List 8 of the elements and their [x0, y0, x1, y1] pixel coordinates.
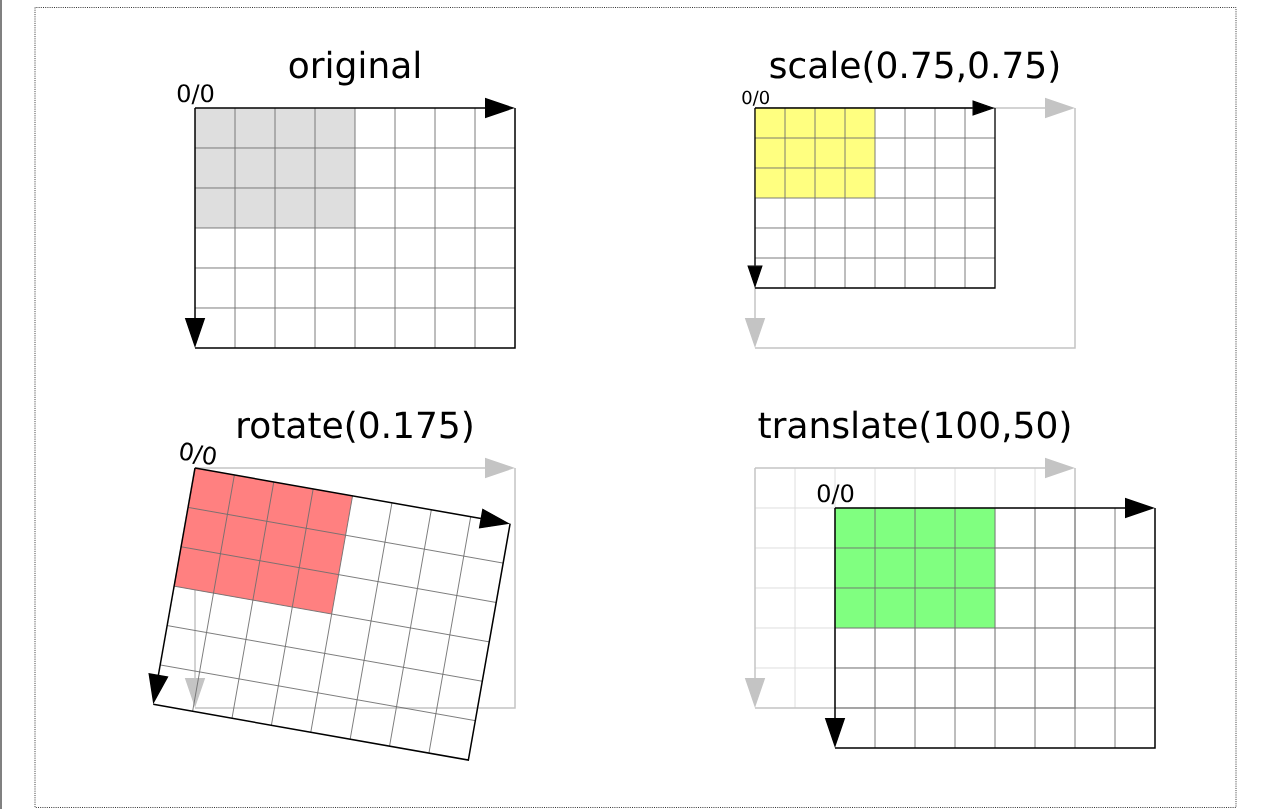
panel-title: scale(0.75,0.75) [770, 50, 1059, 83]
panel-title: translate(100,50) [758, 410, 1070, 443]
panel-title: original [289, 50, 419, 86]
origin-label: 0/0 [177, 84, 214, 105]
origin-label: 0/0 [180, 442, 216, 465]
origin-label: 0/0 [817, 484, 854, 505]
panel-title: rotate(0.175) [238, 410, 472, 443]
origin-label: 0/0 [742, 90, 769, 106]
